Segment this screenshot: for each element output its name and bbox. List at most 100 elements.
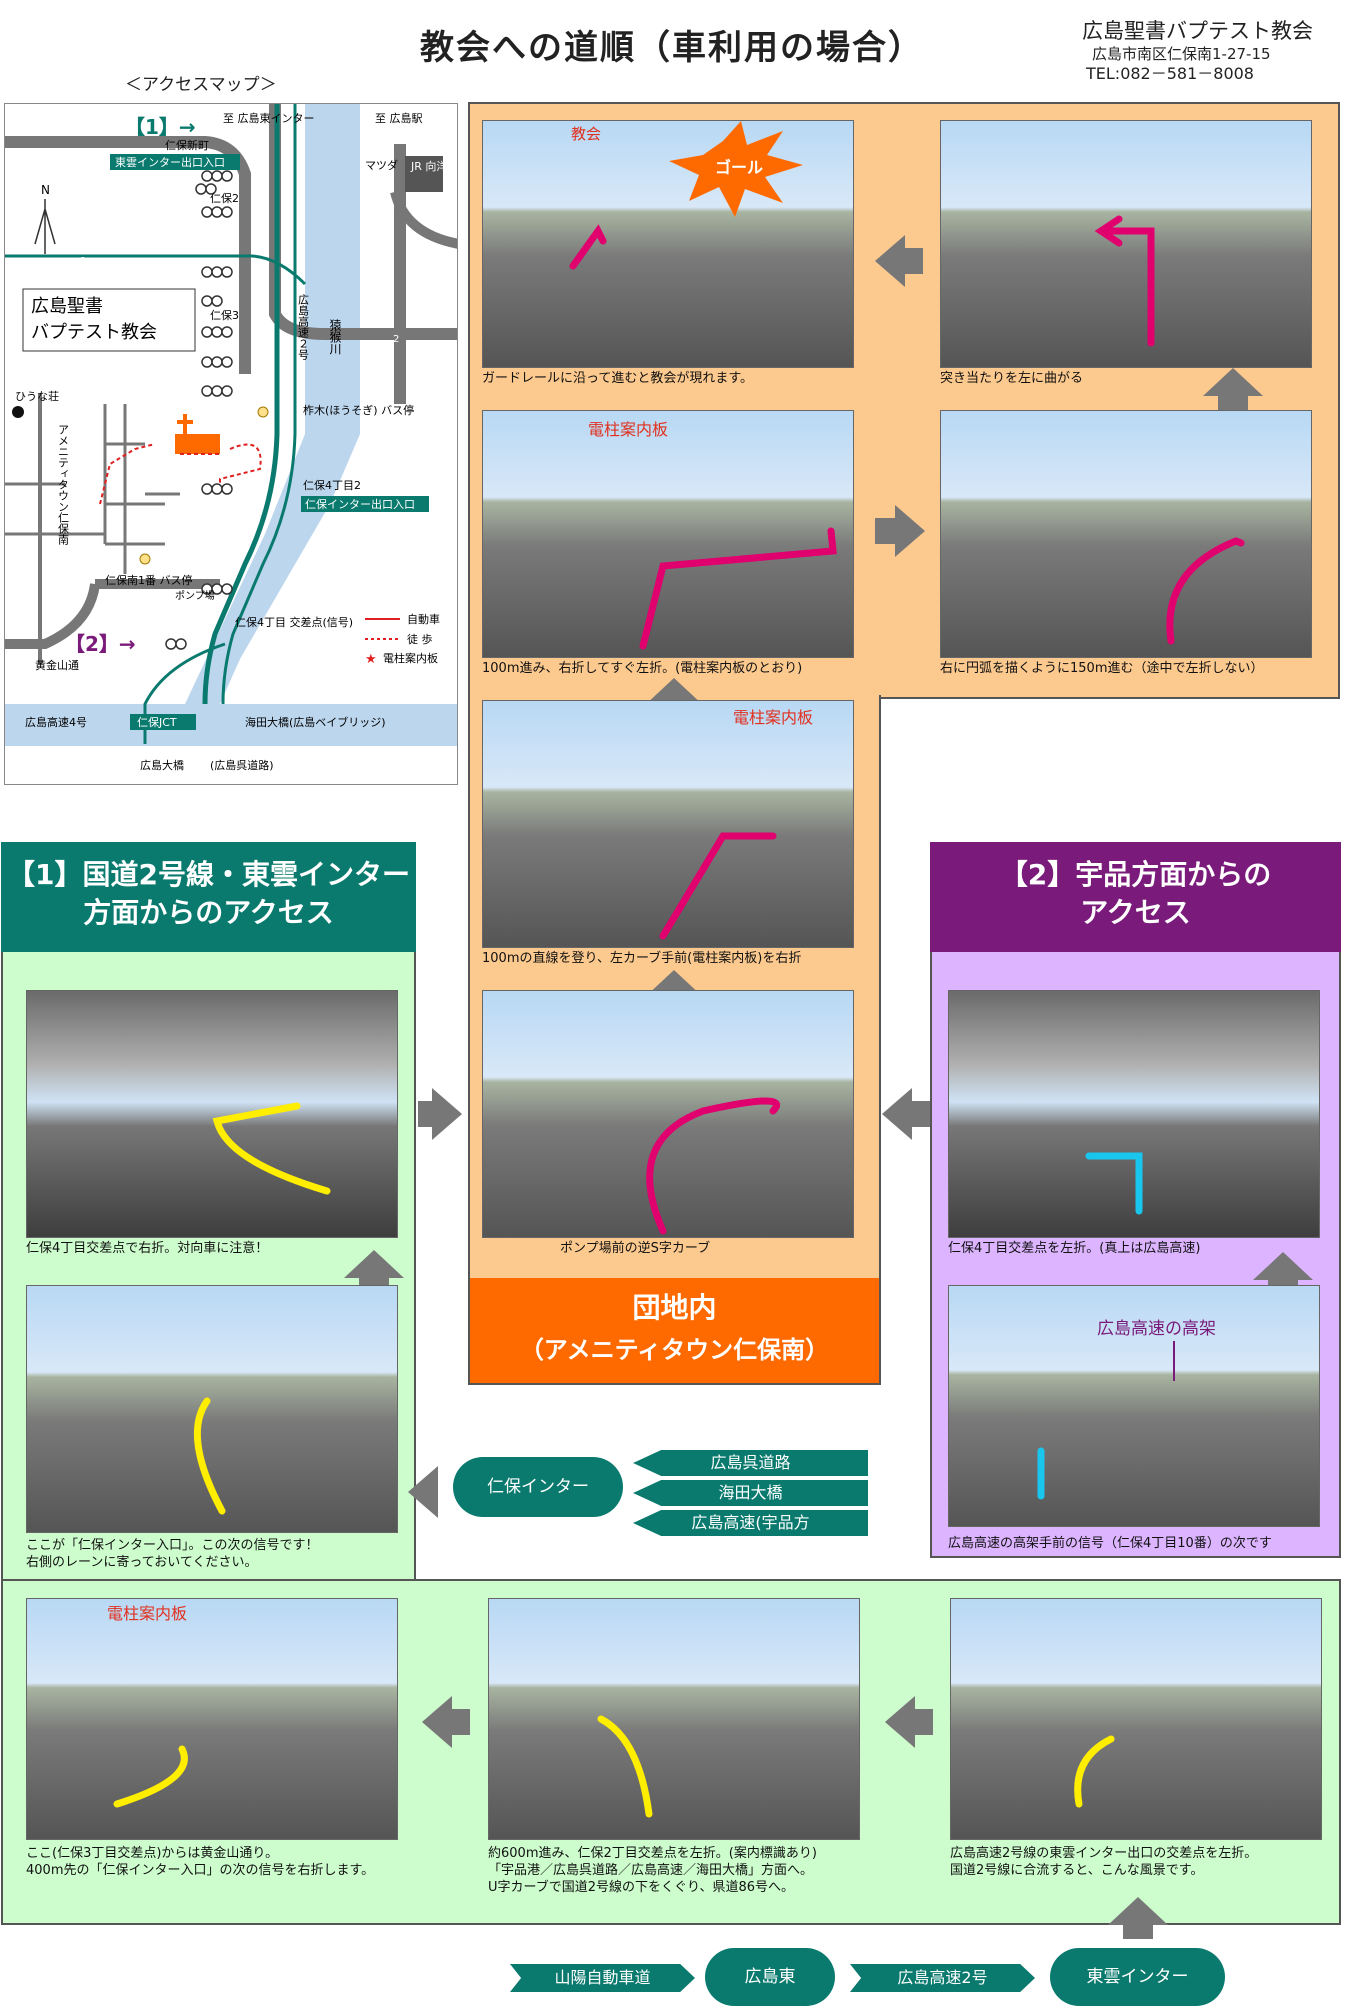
danchi-banner: 団地内 （アメニティタウン仁保南） (470, 1278, 879, 1383)
photo-route2-niho4 (948, 990, 1320, 1238)
caption-route2-niho4: 仁保4丁目交差点を左折。(真上は広島高速) (948, 1241, 1201, 1256)
arrow-right-icon (895, 505, 925, 557)
map-label-hinaso: ひうな荘 (15, 390, 59, 403)
photo-step-turn-left (940, 120, 1312, 368)
map-label-niho3: 仁保3 (210, 308, 239, 322)
caption-step-right-left: 100m進み、右折してすぐ左折。(電柱案内板のとおり) (482, 661, 803, 676)
photo-step-right-left: 電柱案内板 (482, 410, 854, 658)
page-title: 教会への道順（車利用の場合） (420, 28, 924, 68)
overpass-overlay-label: 広島高速の高架 (1097, 1319, 1216, 1339)
route-num-2-a: 2 (80, 256, 86, 267)
map-label-niho4-2: 仁保4丁目2 (303, 478, 361, 492)
map-church-box-line2: バプテスト教会 (31, 322, 157, 343)
goal-burst-label: ゴール (715, 158, 763, 177)
map-label-kaida: 海田大橋(広島ベイブリッジ) (245, 715, 386, 729)
arrow-left-icon (885, 1696, 915, 1748)
photo-step-s-curve (482, 990, 854, 1238)
goal-burst-icon (669, 121, 803, 217)
caption-step-s-curve: ポンプ場前の逆S字カーブ (560, 1241, 711, 1256)
photo-route1-niho4 (26, 990, 398, 1238)
pole-overlay-label-3: 電柱案内板 (107, 1604, 187, 1623)
caption-step-goal: ガードレールに沿って進むと教会が現れます。 (482, 371, 754, 386)
photo-bottom-niho2 (488, 1598, 860, 1840)
map-label-kure: (広島呉道路) (210, 758, 274, 772)
map-label-route4: 広島高速4号 (25, 715, 87, 729)
map-label-ohashi: 広島大橋 (140, 758, 184, 772)
legend-star-icon: ★ (365, 652, 377, 667)
church-overlay-label: 教会 (571, 125, 601, 143)
caption-step-arc: 右に円弧を描くように150m進む（途中で左折しない） (940, 661, 1264, 676)
caption-route1-niho4: 仁保4丁目交差点で右折。対向車に注意！ (26, 1241, 269, 1256)
arrow-up-icon (1253, 1252, 1313, 1280)
map-label-amenity: アメニティタウン仁保南 (57, 424, 70, 545)
sign-tag-kaida: 海田大橋 (633, 1480, 868, 1506)
map-label-niho-shinmachi: 仁保新町 (165, 138, 209, 152)
church-info: 広島聖書バプテスト教会 広島市南区仁保南1-27-15 TEL:082－581－… (1082, 18, 1313, 84)
photo-step-climb: 電柱案内板 (482, 700, 854, 948)
route2-heading-line2: アクセス (1080, 896, 1191, 929)
map-label-niho4-intersection: 仁保4丁目 交差点(信号) (235, 615, 353, 629)
arrow-right-icon (432, 1088, 462, 1140)
map-label-koganeyama: 黄金山通 (35, 658, 79, 672)
arrow-up-icon (344, 1250, 404, 1278)
map-label-to-ic: 至 広島東インター (223, 111, 315, 125)
north-arrow-icon (34, 199, 56, 254)
church-address: 広島市南区仁保南1-27-15 (1092, 45, 1271, 63)
church-name: 広島聖書バプテスト教会 (1082, 19, 1313, 43)
pole-overlay-label: 電柱案内板 (588, 420, 668, 439)
pole-overlay-label-2: 電柱案内板 (733, 708, 813, 727)
caption-bottom-niho2: 約600m進み、仁保2丁目交差点を左折。(案内標識あり) 「宇品港／広島呉道路／… (488, 1846, 817, 1895)
cross-icon (177, 414, 193, 439)
map-label-jr: JR 向洋駅 (410, 159, 458, 173)
arrow-up-icon (1108, 1897, 1168, 1925)
access-map: 【1】→ 【2】→ N 至 広島東インター 至 広島駅 仁保新町 東雲インター出… (4, 103, 458, 785)
route1-heading-line2: 方面からのアクセス (83, 896, 334, 929)
footer-tag-sanyo: 山陽自動車道 (510, 1964, 695, 1992)
sign-tag-expressway: 広島高速(宇品方 (633, 1510, 868, 1536)
map-label-matsuda: マツダ (365, 158, 398, 172)
danchi-title: 団地内 (632, 1291, 717, 1324)
map-route1-label: 【1】→ (125, 115, 196, 139)
map-label-niho-ic: 仁保インター出口入口 (305, 497, 415, 511)
route1-heading: 【1】国道2号線・東雲インター 方面からのアクセス (1, 842, 416, 952)
route2-heading-line1: 【2】宇品方面からの (999, 858, 1272, 891)
danchi-subtitle: （アメニティタウン仁保南） (519, 1336, 830, 1364)
niho-ic-pill: 仁保インター (453, 1457, 623, 1517)
arrow-left-icon (408, 1466, 438, 1518)
map-label-busstop: 柞木(ほうそぎ) バス停 (303, 403, 414, 417)
photo-bottom-niho3: 電柱案内板 (26, 1598, 398, 1840)
arrow-left-icon (875, 235, 905, 287)
caption-route2-overpass: 広島高速の高架手前の信号（仁保4丁目10番）の次です (948, 1536, 1272, 1551)
map-label-niho-jct: 仁保JCT (137, 715, 177, 729)
map-label-river: 猿猴川 (328, 318, 342, 355)
map-label-pump: ポンプ場 (175, 589, 215, 602)
river-shape (5, 104, 457, 744)
footer-pill-shinonome: 東雲インター (1050, 1948, 1225, 2006)
footer-tag-expressway2: 広島高速2号 (850, 1964, 1035, 1992)
church-marker (175, 434, 220, 454)
photo-route1-niho-ic (26, 1285, 398, 1533)
map-label-ic-exit: 東雲インター出口入口 (115, 155, 225, 169)
sign-tag-kure-road: 広島呉道路 (633, 1450, 868, 1476)
footer-pill-hiroshima-higashi: 広島東 (705, 1948, 835, 2006)
arrow-up-icon (1203, 368, 1263, 396)
route2-heading: 【2】宇品方面からの アクセス (930, 842, 1341, 952)
caption-bottom-shinonome: 広島高速2号線の東雲インター出口の交差点を左折。 国道2号線に合流すると、こんな… (950, 1846, 1258, 1878)
route-num-2-b: 2 (393, 334, 399, 345)
caption-route1-niho-ic: ここが「仁保インター入口」。この次の信号です！ 右側のレーンに寄っておいてくださ… (26, 1538, 319, 1570)
legend-pole: 電柱案内板 (383, 651, 438, 665)
legend-car: 自動車 (407, 612, 440, 626)
caption-bottom-niho3: ここ(仁保3丁目交差点)からは黄金山通り。 400m先の「仁保インター入口」の次… (26, 1846, 375, 1878)
photo-step-goal: ゴール 教会 (482, 120, 854, 368)
arrow-left-icon (882, 1088, 912, 1140)
map-drawing: 【1】→ 【2】→ N 至 広島東インター 至 広島駅 仁保新町 東雲インター出… (5, 104, 458, 772)
map-section-label: ＜アクセスマップ＞ (125, 75, 277, 95)
sea-shape (5, 704, 457, 746)
caption-step-climb: 100mの直線を登り、左カーブ手前(電柱案内板)を右折 (482, 951, 802, 966)
arrow-left-icon (422, 1696, 452, 1748)
legend-walk: 徒 歩 (407, 632, 433, 646)
photo-route2-overpass: 広島高速の高架 (948, 1285, 1320, 1527)
map-label-expressway: 広島高速２号 (297, 294, 310, 361)
caption-step-turn-left: 突き当たりを左に曲がる (940, 371, 1084, 386)
map-church-box-line1: 広島聖書 (31, 296, 103, 317)
